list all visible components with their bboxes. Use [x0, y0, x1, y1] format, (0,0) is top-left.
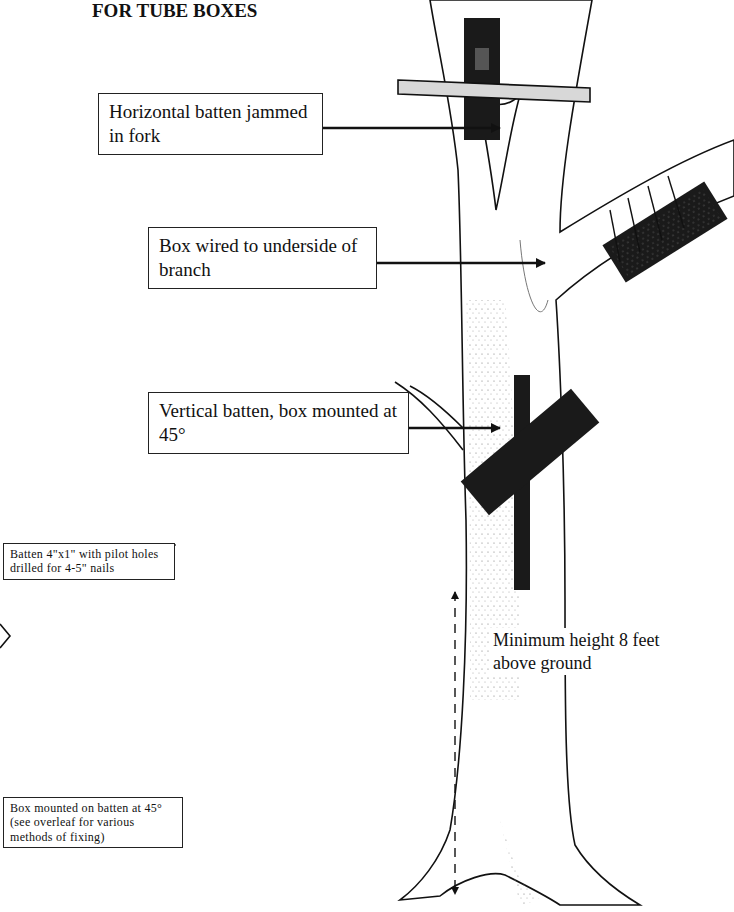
- figure-fragment: [0, 624, 10, 648]
- tree: [395, 0, 734, 905]
- tube-box: [464, 18, 500, 140]
- wired-box: [602, 182, 727, 283]
- callout-box: Box mounted on batten at 45° (see overle…: [3, 797, 183, 848]
- callout-text: Vertical batten, box mounted at 45°: [159, 399, 398, 447]
- callout-box: Horizontal batten jammed in fork: [98, 93, 323, 155]
- callout-text: Box wired to underside of branch: [159, 234, 366, 282]
- callout-box: Box wired to underside of branch: [148, 227, 377, 289]
- callout-box: Batten 4"x1" with pilot holes drilled fo…: [3, 543, 175, 580]
- callout-text: Horizontal batten jammed in fork: [109, 100, 312, 148]
- callout-box: Vertical batten, box mounted at 45°: [148, 392, 409, 454]
- tube-box-45: [461, 389, 600, 515]
- horizontal-batten: [398, 80, 590, 102]
- height-dimension: [454, 592, 455, 894]
- wire: [610, 176, 684, 262]
- dimension-label: Minimum height 8 feet above ground: [490, 628, 701, 675]
- diagram-title: FOR TUBE BOXES: [92, 0, 257, 22]
- callout-text: Box mounted on batten at 45° (see overle…: [10, 801, 176, 844]
- callout-text: Batten 4"x1" with pilot holes drilled fo…: [10, 547, 168, 576]
